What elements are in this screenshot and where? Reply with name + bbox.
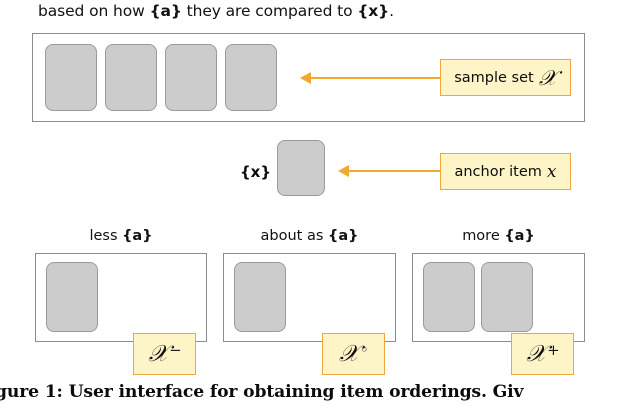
bin-badge-less-symbol: 𝒳 bbox=[148, 340, 169, 367]
intro-placeholder-x: {x} bbox=[357, 2, 390, 20]
bin-badge-more-superscript: + bbox=[547, 341, 560, 359]
bin-badge-more-symbol: 𝒳 bbox=[526, 340, 547, 367]
bin-heading-more-placeholder: {a} bbox=[504, 228, 535, 244]
bin-badge-less: 𝒳− bbox=[133, 333, 196, 375]
bin-heading-less-text: less bbox=[89, 228, 123, 244]
sample-set-card-3[interactable] bbox=[165, 44, 217, 111]
bin-heading-less: less {a} bbox=[35, 228, 207, 244]
sample-set-callout: sample set 𝒳 bbox=[440, 59, 571, 96]
figure-caption: gure 1: User interface for obtaining ite… bbox=[0, 382, 524, 402]
bin-badge-less-superscript: − bbox=[169, 341, 182, 359]
anchor-callout-symbol: 𝑥 bbox=[546, 161, 557, 182]
bin-badge-about-as-superscript: ◦ bbox=[359, 341, 369, 359]
anchor-item-callout: anchor item 𝑥 bbox=[440, 153, 571, 190]
sample-set-card-2[interactable] bbox=[105, 44, 157, 111]
bin-more-card-2[interactable] bbox=[481, 262, 533, 332]
bin-heading-about-as-text: about as bbox=[260, 228, 329, 244]
intro-placeholder-a: {a} bbox=[149, 2, 182, 20]
intro-middle: they are compared to bbox=[181, 2, 358, 20]
bin-heading-more: more {a} bbox=[412, 228, 585, 244]
sample-set-arrow-head bbox=[300, 71, 311, 84]
sample-set-arrow-line bbox=[310, 77, 441, 80]
bin-heading-more-text: more bbox=[462, 228, 505, 244]
anchor-placeholder-label: {x} bbox=[240, 163, 272, 181]
sample-set-callout-label: sample set bbox=[454, 69, 534, 86]
anchor-item-card[interactable] bbox=[277, 140, 325, 196]
bin-less-card-1[interactable] bbox=[46, 262, 98, 332]
sample-set-callout-symbol: 𝒳 bbox=[538, 66, 557, 90]
anchor-arrow-line bbox=[348, 170, 441, 173]
bin-badge-more: 𝒳+ bbox=[511, 333, 574, 375]
bin-heading-about-as-placeholder: {a} bbox=[328, 228, 359, 244]
intro-prefix: based on how bbox=[38, 2, 150, 20]
bin-about-as-card-1[interactable] bbox=[234, 262, 286, 332]
anchor-arrow-head bbox=[338, 164, 349, 177]
sample-set-card-4[interactable] bbox=[225, 44, 277, 111]
intro-suffix: . bbox=[389, 2, 394, 20]
anchor-callout-label: anchor item bbox=[454, 163, 542, 180]
bin-heading-less-placeholder: {a} bbox=[122, 228, 153, 244]
bin-more-card-1[interactable] bbox=[423, 262, 475, 332]
intro-sentence: based on how {a} they are compared to {x… bbox=[38, 2, 394, 20]
bin-heading-about-as: about as {a} bbox=[223, 228, 396, 244]
bin-badge-about-as: 𝒳◦ bbox=[322, 333, 385, 375]
sample-set-card-1[interactable] bbox=[45, 44, 97, 111]
bin-badge-about-as-symbol: 𝒳 bbox=[339, 340, 359, 367]
